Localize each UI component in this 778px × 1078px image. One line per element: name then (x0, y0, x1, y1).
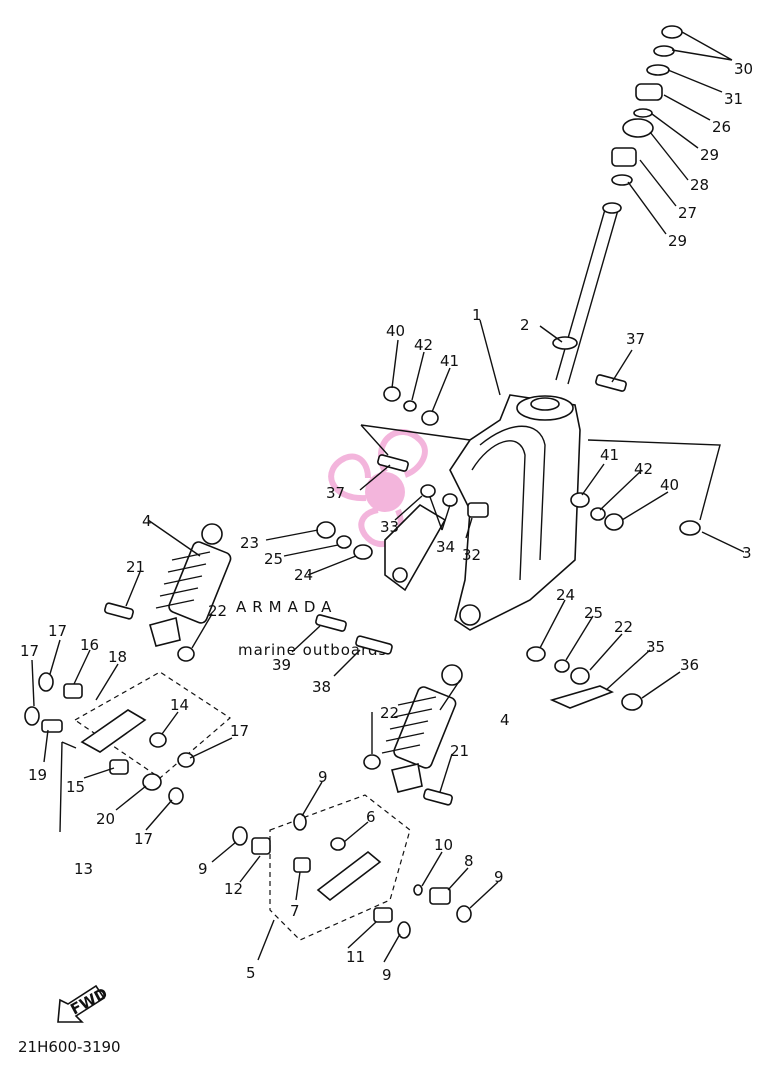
callout-label: 13 (74, 860, 93, 878)
callout-label: 21 (450, 742, 469, 760)
callout-label: 5 (246, 964, 256, 982)
callout-label: 12 (224, 880, 243, 898)
callout-label: 37 (626, 330, 645, 348)
callout-label: 28 (690, 176, 709, 194)
callout-label: 6 (366, 808, 376, 826)
callout-label: 9 (198, 860, 208, 878)
callout-label: 9 (494, 868, 504, 886)
callout-label: 25 (584, 604, 603, 622)
callout-label: 31 (724, 90, 743, 108)
callout-label: 17 (134, 830, 153, 848)
callout-label: 22 (208, 602, 227, 620)
callout-label: 3 (742, 544, 752, 562)
callout-label: 23 (240, 534, 259, 552)
callout-label: 21 (126, 558, 145, 576)
callout-label: 22 (380, 704, 399, 722)
shock-absorber-upper (104, 523, 232, 662)
callout-label: 2 (520, 316, 530, 334)
callout-label: 4 (142, 512, 152, 530)
callout-label: 17 (230, 722, 249, 740)
callout-label: 32 (462, 546, 481, 564)
diagram-code: 21H600-3190 (18, 1038, 121, 1056)
callout-label: 29 (700, 146, 719, 164)
callout-label: 24 (294, 566, 313, 584)
watermark-tagline: marine outboards (238, 641, 387, 659)
callout-label: 35 (646, 638, 665, 656)
callout-label: 39 (272, 656, 291, 674)
callout-label: 19 (28, 766, 47, 784)
callout-label: 8 (464, 852, 474, 870)
bracket-fasteners (315, 374, 701, 711)
callout-label: 20 (96, 810, 115, 828)
callout-label: 25 (264, 550, 283, 568)
callout-label: 30 (734, 60, 753, 78)
watermark-logo (328, 429, 428, 548)
callout-label: 16 (80, 636, 99, 654)
callout-label: 17 (48, 622, 67, 640)
callout-label: 22 (614, 618, 633, 636)
callout-label: 27 (678, 204, 697, 222)
callout-label: 26 (712, 118, 731, 136)
callout-label: 34 (436, 538, 455, 556)
callout-label: 7 (290, 902, 300, 920)
callout-label: 17 (20, 642, 39, 660)
callout-label: 40 (660, 476, 679, 494)
callout-label: 40 (386, 322, 405, 340)
callout-label: 10 (434, 836, 453, 854)
detail-box-13 (73, 671, 231, 779)
callout-label: 37 (326, 484, 345, 502)
callout-label: 11 (346, 948, 365, 966)
callout-label: 9 (382, 966, 392, 984)
callout-label: 15 (66, 778, 85, 796)
callout-label: 24 (556, 586, 575, 604)
callout-labels: 30 31 26 29 28 27 29 1 2 37 40 42 41 37 … (20, 60, 753, 984)
callout-label: 42 (634, 460, 653, 478)
detail-box-5 (269, 794, 411, 941)
callout-label: 4 (500, 711, 510, 729)
callout-label: 41 (440, 352, 459, 370)
callout-label: 36 (680, 656, 699, 674)
watermark-brand: ARMADA (236, 598, 337, 616)
callout-label: 29 (668, 232, 687, 250)
steering-shaft (552, 25, 683, 385)
link-assembly-13 (24, 672, 195, 805)
link-assembly-5 (232, 813, 472, 939)
callout-label: 18 (108, 648, 127, 666)
callout-label: 41 (600, 446, 619, 464)
callout-label: 38 (312, 678, 331, 696)
callout-label: 1 (472, 306, 482, 324)
fwd-label: FWD (67, 984, 110, 1018)
callout-label: 33 (380, 518, 399, 536)
callout-label: 42 (414, 336, 433, 354)
callout-label: 9 (318, 768, 328, 786)
shock-absorber-lower (363, 664, 463, 806)
callout-label: 14 (170, 696, 189, 714)
leader-lines (31, 31, 745, 963)
fwd-arrow-icon: FWD (57, 984, 111, 1023)
swivel-bracket (384, 394, 581, 631)
